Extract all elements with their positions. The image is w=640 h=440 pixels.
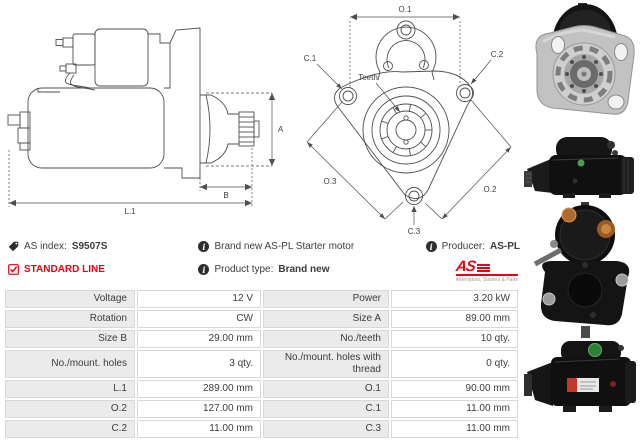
spec-value: 11.00 mm bbox=[391, 400, 518, 418]
spec-value: CW bbox=[137, 310, 261, 328]
spec-table: Voltage 12 V Power 3.20 kW Rotation CW S… bbox=[3, 288, 520, 440]
dim-label-b: B bbox=[223, 191, 228, 200]
tag-icon bbox=[8, 241, 19, 252]
product-type-line: i Product type: Brand new bbox=[198, 263, 425, 276]
table-row: O.2 127.00 mm C.1 11.00 mm bbox=[5, 400, 518, 418]
spec-label: No./mount. holes with thread bbox=[263, 350, 389, 378]
table-row: No./mount. holes 3 qty. No./mount. holes… bbox=[5, 350, 518, 378]
spec-label: No./mount. holes bbox=[5, 350, 135, 378]
product-description: Brand new AS-PL Starter motor bbox=[214, 241, 355, 252]
spec-value: 11.00 mm bbox=[391, 420, 518, 438]
dim-label-o2: O.2 bbox=[484, 185, 497, 194]
spec-label: Size B bbox=[5, 330, 135, 348]
spec-label: C.1 bbox=[263, 400, 389, 418]
spec-label: Size A bbox=[263, 310, 389, 328]
dim-label-teeth: Teeth bbox=[358, 73, 378, 82]
producer-label: Producer: bbox=[441, 241, 485, 252]
spec-label: Rotation bbox=[5, 310, 135, 328]
as-index-value: S9507S bbox=[71, 241, 108, 252]
as-pl-logo-text: AS bbox=[454, 258, 476, 275]
table-row: C.2 11.00 mm C.3 11.00 mm bbox=[5, 420, 518, 438]
as-index-label: AS index: bbox=[24, 241, 67, 252]
dim-label-c1: C.1 bbox=[304, 54, 317, 63]
starter-rear-photo bbox=[533, 202, 630, 338]
producer-value: AS-PL bbox=[490, 241, 520, 252]
spec-value: 29.00 mm bbox=[137, 330, 261, 348]
as-pl-logo-stripes bbox=[476, 264, 490, 272]
table-row: Voltage 12 V Power 3.20 kW bbox=[5, 290, 518, 308]
info-icon: i bbox=[425, 241, 437, 252]
info-icon: i bbox=[198, 241, 210, 252]
spec-value: 89.00 mm bbox=[391, 310, 518, 328]
spec-label: Voltage bbox=[5, 290, 135, 308]
product-info-bar: AS index: S9507S STANDARD LINE i Brand n… bbox=[8, 240, 520, 286]
as-index-line: AS index: S9507S bbox=[8, 240, 198, 253]
spec-value: 3 qty. bbox=[137, 350, 261, 378]
dim-label-o3: O.3 bbox=[324, 177, 337, 186]
dim-label-l1: L.1 bbox=[124, 207, 136, 216]
as-pl-logo-tagline: Alternators, Starters & Parts bbox=[455, 277, 518, 283]
standard-line: STANDARD LINE bbox=[8, 263, 198, 276]
dim-label-o1: O.1 bbox=[399, 5, 412, 14]
product-type-value: Brand new bbox=[278, 264, 330, 275]
spec-label: L.1 bbox=[5, 380, 135, 398]
product-photos-column bbox=[523, 0, 640, 435]
spec-value: 11.00 mm bbox=[137, 420, 261, 438]
starter-front-view-drawing: O.1 C.1 C.2 Teeth O.3 O.2 C.3 bbox=[304, 5, 512, 235]
spec-value: 10 qty. bbox=[391, 330, 518, 348]
starter-front-photo bbox=[535, 3, 635, 115]
dim-label-c3: C.3 bbox=[408, 227, 421, 235]
table-row: Rotation CW Size A 89.00 mm bbox=[5, 310, 518, 328]
spec-value: 0 qty. bbox=[391, 350, 518, 378]
producer-line: i Producer: AS-PL bbox=[425, 240, 520, 253]
spec-value: 90.00 mm bbox=[391, 380, 518, 398]
spec-label: O.1 bbox=[263, 380, 389, 398]
spec-label: No./teeth bbox=[263, 330, 389, 348]
info-icon: i bbox=[198, 264, 210, 275]
spec-value: 3.20 kW bbox=[391, 290, 518, 308]
spec-label: C.2 bbox=[5, 420, 135, 438]
starter-side-photo bbox=[524, 137, 634, 198]
standard-line-label: STANDARD LINE bbox=[24, 264, 105, 275]
starter-side-photo-2 bbox=[524, 341, 636, 412]
dim-label-a: A bbox=[278, 125, 284, 134]
checkbox-checked-icon bbox=[8, 264, 19, 275]
spec-value: 12 V bbox=[137, 290, 261, 308]
spec-label: O.2 bbox=[5, 400, 135, 418]
description-line: i Brand new AS-PL Starter motor bbox=[198, 240, 425, 253]
as-pl-logo: AS Alternators, Starters & Parts bbox=[454, 258, 520, 283]
spec-label: C.3 bbox=[263, 420, 389, 438]
product-type-label: Product type: bbox=[214, 264, 274, 275]
starter-side-view-drawing: A B L.1 bbox=[7, 27, 284, 216]
spec-value: 127.00 mm bbox=[137, 400, 261, 418]
spec-label: Power bbox=[263, 290, 389, 308]
dim-label-c2: C.2 bbox=[491, 50, 504, 59]
table-row: L.1 289.00 mm O.1 90.00 mm bbox=[5, 380, 518, 398]
spec-value: 289.00 mm bbox=[137, 380, 261, 398]
table-row: Size B 29.00 mm No./teeth 10 qty. bbox=[5, 330, 518, 348]
